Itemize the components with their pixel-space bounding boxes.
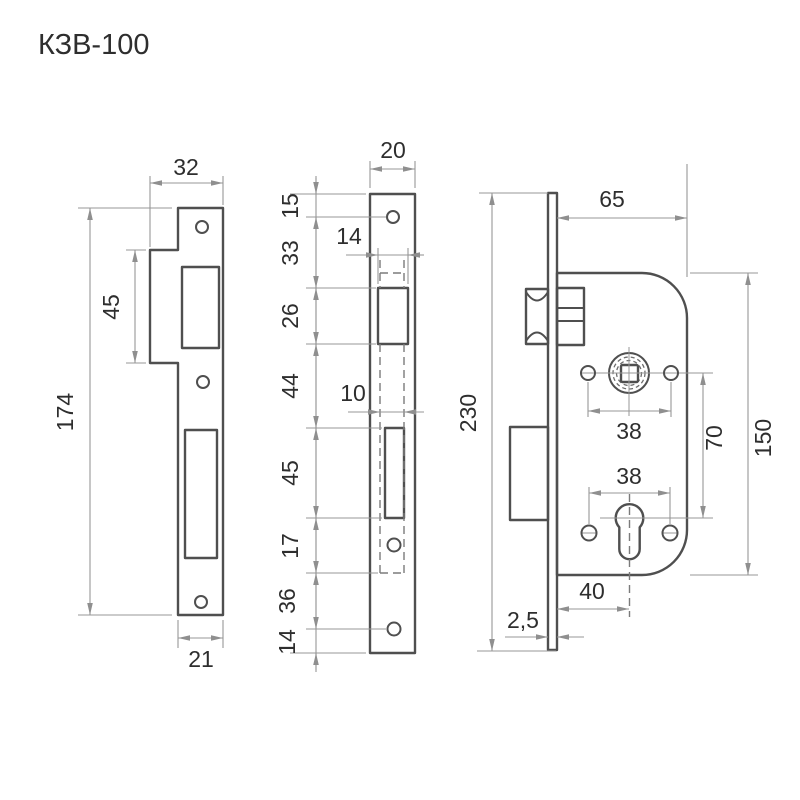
strike-plate-view: 32 174 45 21 <box>52 154 225 672</box>
faceplate-edge <box>546 191 559 652</box>
strike-plate-outline <box>148 206 225 617</box>
dim-strike-notch: 45 <box>98 294 124 320</box>
dim-strike-height: 174 <box>52 393 78 432</box>
dim-body-height: 150 <box>750 419 776 457</box>
strike-screw-hole-middle <box>196 375 210 389</box>
cylinder-keyhole <box>581 494 713 617</box>
cylinder-screw-post-left <box>580 524 598 542</box>
cylinder-screw-post-right <box>661 524 679 542</box>
strike-bolt-opening <box>183 428 219 560</box>
dim-bolt-to-channel-end: 17 <box>277 533 303 559</box>
lock-body-outline <box>555 271 689 577</box>
dim-hole-to-bottom: 14 <box>274 629 300 655</box>
dim-channel-to-hole: 36 <box>274 588 300 614</box>
strike-latch-opening <box>180 265 221 350</box>
faceplate-latch-hole <box>376 286 410 346</box>
dim-faceplate-height: 230 <box>455 394 481 432</box>
hidden-channel-lines <box>379 260 405 574</box>
dim-body-depth: 65 <box>599 186 625 212</box>
dim-latch-hole-width: 14 <box>336 223 362 249</box>
dim-hole-to-latch: 33 <box>277 240 303 266</box>
strike-plate-dimensions: 32 174 45 21 <box>52 154 224 672</box>
dim-backset: 40 <box>579 578 605 604</box>
deadbolt <box>508 425 550 522</box>
dim-cylinder-screw-spacing: 38 <box>616 463 642 489</box>
faceplate-bolt-hole <box>383 426 406 520</box>
latch-bolt <box>524 286 586 347</box>
lock-body-dimensions: 65 230 38 38 70 150 <box>455 164 776 652</box>
hub-screw-post-right <box>663 365 679 381</box>
faceplate-screw-hole-middle <box>386 537 402 553</box>
dim-bolt-channel-width: 10 <box>340 380 366 406</box>
hub-screw-post-left <box>580 365 596 381</box>
dim-latch-to-bolt: 44 <box>277 373 303 399</box>
handle-hub <box>580 347 713 416</box>
lock-body-view: 65 230 38 38 70 150 <box>455 164 776 652</box>
dim-strike-width-bottom: 21 <box>188 646 214 672</box>
dim-hub-screw-spacing: 38 <box>616 418 642 444</box>
faceplate-dimensions: 20 14 10 <box>274 137 424 672</box>
dim-latch-hole-height: 26 <box>277 303 303 329</box>
drawing-title: КЗВ-100 <box>38 29 149 61</box>
faceplate-outline <box>368 192 417 655</box>
dim-faceplate-width: 20 <box>380 137 406 163</box>
strike-screw-hole-top <box>195 220 209 234</box>
dim-faceplate-thickness: 2,5 <box>507 607 539 633</box>
dim-hub-to-cylinder: 70 <box>701 425 727 451</box>
dim-strike-width-top: 32 <box>173 154 199 180</box>
faceplate-view: 20 14 10 <box>274 137 424 672</box>
dim-top-to-hole: 15 <box>277 193 303 219</box>
faceplate-screw-hole-top <box>386 210 400 224</box>
dim-bolt-hole-height: 45 <box>277 460 303 486</box>
faceplate-screw-hole-bottom <box>386 621 402 637</box>
strike-screw-hole-bottom <box>194 595 208 609</box>
